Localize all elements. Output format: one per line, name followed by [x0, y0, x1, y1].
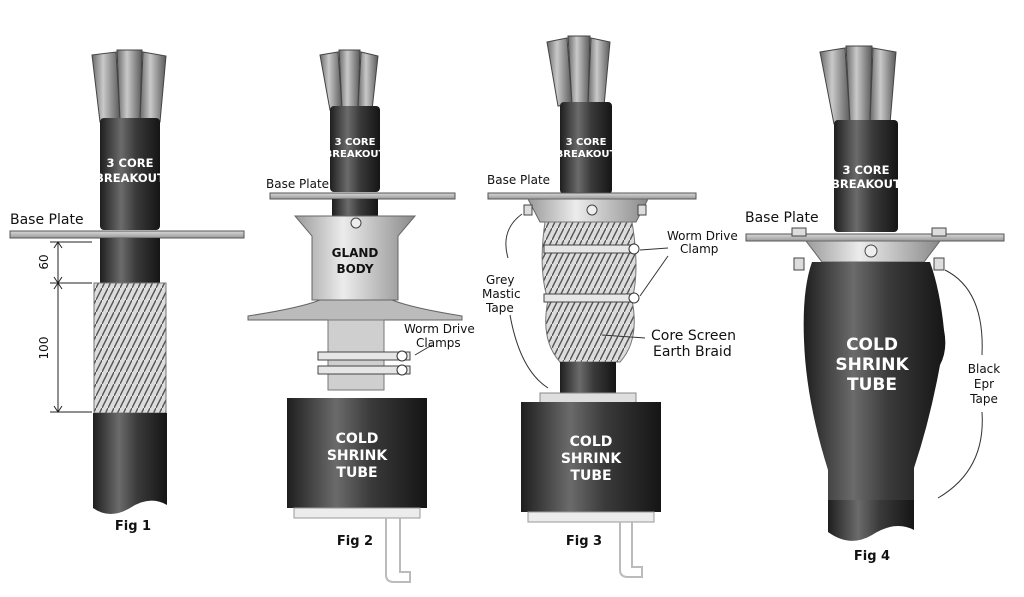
cable-cores [819, 45, 897, 125]
pull-cord [619, 522, 643, 578]
tube-label-1: COLD [336, 431, 379, 447]
clamps-label-1: Worm Drive [404, 322, 475, 336]
core-breakout [560, 102, 612, 194]
breakout-label-2: BREAKOUT [556, 149, 617, 160]
braid-leader [601, 334, 646, 339]
tube-label-2: SHRINK [835, 355, 909, 375]
bolt-right-top [931, 227, 947, 237]
fig-2-caption: Fig 2 [337, 534, 373, 549]
tube-label-3: TUBE [847, 375, 897, 395]
breakout-label-1: 3 CORE [107, 156, 154, 170]
support-core [527, 511, 655, 523]
bolt-left [523, 204, 533, 216]
bolt-left-top [791, 227, 807, 237]
base-plate-label: Base Plate [487, 173, 550, 187]
cold-shrink-tube [287, 398, 427, 508]
core-breakout [834, 120, 898, 232]
epr-leader-bottom [937, 411, 983, 499]
cold-shrink-tube [803, 262, 946, 500]
fig-3-caption: Fig 3 [566, 534, 602, 549]
fig-1-caption: Fig 1 [115, 519, 151, 534]
breakout-label-1: 3 CORE [843, 163, 890, 177]
mastic-leader-bottom [509, 314, 549, 389]
gland-body [293, 215, 417, 301]
gland-screw [350, 217, 362, 229]
clamps-label-2: Clamps [416, 336, 461, 350]
mastic-label-1: Grey [486, 273, 514, 287]
braid-label-2: Earth Braid [653, 344, 732, 360]
figure-2: 3 CORE BREAKOUT Base Plate GLAND BODY Wo… [247, 49, 475, 583]
clamps-leader [414, 344, 433, 356]
epr-label-1: Black [968, 362, 1001, 376]
worm-drive-clamps [317, 350, 411, 376]
gland-screw [586, 204, 598, 216]
tube-label-1: COLD [846, 335, 898, 355]
support-core [293, 507, 421, 519]
breakout-label-2: BREAKOUT [325, 149, 386, 160]
gland-label-2: BODY [336, 262, 373, 276]
clamp-label-1: Worm Drive [667, 229, 738, 243]
breakout-label-1: 3 CORE [335, 137, 376, 148]
braid-label-1: Core Screen [651, 328, 736, 344]
breakout-label-2: BREAKOUT [95, 171, 165, 185]
dimension-lines [50, 241, 92, 413]
mastic-tape [539, 392, 637, 404]
tube-label-1: COLD [570, 434, 613, 450]
pull-cord [385, 518, 411, 583]
clamp-leader [639, 247, 669, 251]
clamp-leader-2 [639, 255, 669, 297]
breakout-label-1: 3 CORE [566, 137, 607, 148]
fig-4-caption: Fig 4 [854, 549, 890, 564]
cable-cores [91, 49, 167, 123]
base-plate-label: Base Plate [745, 210, 819, 226]
cable-cores [319, 49, 379, 111]
dimension-60: 60 [37, 254, 51, 269]
base-plate-label: Base Plate [10, 212, 84, 228]
figure-1: 3 CORE BREAKOUT Base Plate 60 100 Fig 1 [9, 49, 245, 534]
tube-label-2: SHRINK [561, 451, 623, 467]
epr-label-2: Epr [974, 377, 994, 391]
outer-sheath [93, 413, 167, 514]
base-plate [9, 230, 245, 239]
core-breakout [100, 118, 160, 230]
cable-sheath [332, 199, 378, 217]
base-plate [487, 192, 697, 200]
dimension-100: 100 [37, 337, 51, 360]
cable-sheath-upper [100, 238, 160, 283]
armour-wires [93, 282, 167, 414]
tube-label-3: TUBE [336, 465, 377, 481]
base-plate-label: Base Plate [266, 177, 329, 191]
epr-leader-top [944, 269, 983, 356]
core-breakout [330, 106, 380, 192]
armour-wire-bundle [541, 221, 637, 363]
figure-3: 3 CORE BREAKOUT Base Plate Worm Drive Cl… [482, 35, 738, 578]
bolt-right [637, 204, 647, 216]
bolt-right-bottom [933, 257, 945, 271]
epr-label-3: Tape [969, 392, 998, 406]
outer-sheath [828, 500, 914, 541]
base-plate [745, 233, 1005, 242]
gland-label-1: GLAND [332, 246, 379, 260]
clamp-label-2: Clamp [680, 242, 718, 256]
worm-drive-clamp [543, 243, 640, 304]
mastic-label-3: Tape [485, 301, 514, 315]
base-plate [269, 192, 456, 200]
bolt-left-bottom [793, 257, 805, 271]
figure-4: 3 CORE BREAKOUT Base Plate COLD SHRINK T… [745, 45, 1005, 564]
cold-shrink-tube [521, 402, 661, 512]
mastic-leader-top [505, 213, 523, 259]
mastic-label-2: Mastic [482, 287, 521, 301]
tube-label-2: SHRINK [327, 448, 389, 464]
tube-label-3: TUBE [570, 468, 611, 484]
gland-screw [864, 244, 878, 258]
cable-cores [546, 35, 611, 107]
breakout-label-2: BREAKOUT [831, 177, 901, 191]
armour-fan [247, 299, 463, 321]
